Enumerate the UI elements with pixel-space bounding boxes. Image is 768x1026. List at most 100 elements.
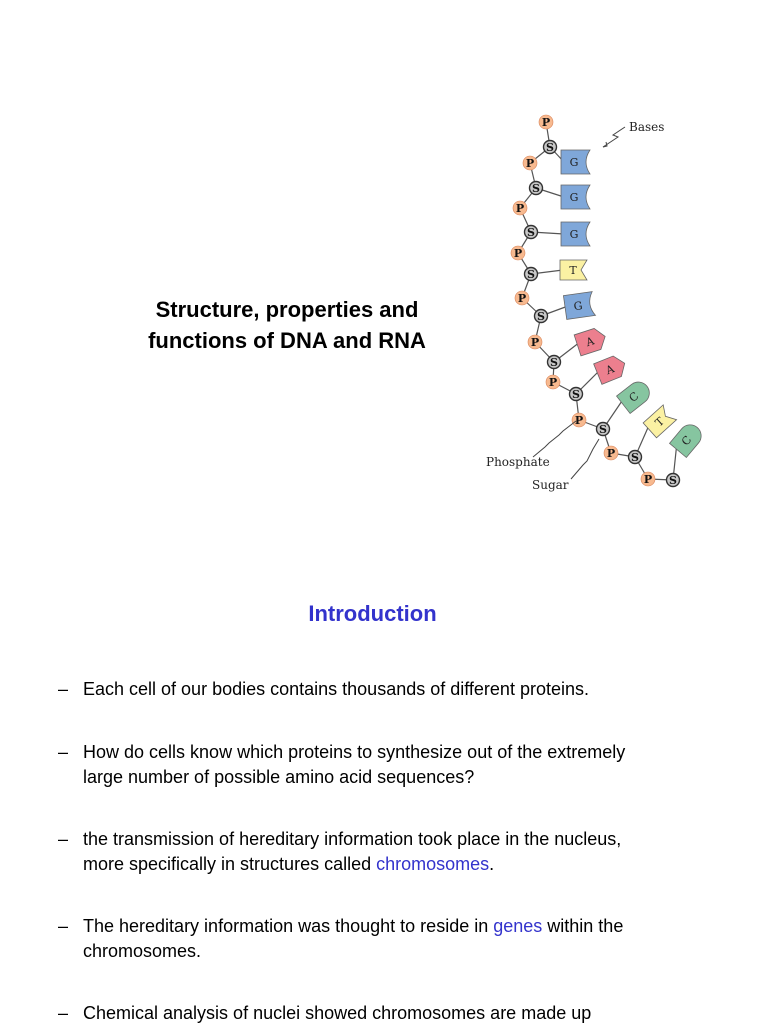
node-circle (665, 472, 681, 488)
node-circle (542, 139, 558, 155)
genes-term: genes (493, 916, 543, 936)
node-circle (545, 374, 561, 390)
slide-title-line-2: functions of DNA and RNA (148, 328, 426, 353)
base-shape (615, 381, 650, 415)
node-circle (546, 354, 562, 370)
node-letter: S (550, 356, 558, 369)
nucleotide-base-G: G (560, 149, 591, 175)
node-letter: S (631, 451, 639, 464)
sugar-node: S (627, 449, 643, 465)
bullet-text-segment: more specifically in structures called (83, 854, 377, 874)
bullet-dash: – (58, 916, 69, 936)
base-shape (642, 404, 678, 439)
bullet-line: the transmission of hereditary informati… (83, 829, 622, 849)
node-circle (571, 412, 587, 428)
bases-label: Bases (629, 120, 664, 134)
node-circle (538, 114, 554, 130)
bullet-dash: – (58, 1003, 69, 1023)
bullet-text-segment: . (489, 854, 495, 874)
sugar-node: S (533, 308, 549, 324)
node-letter: P (514, 247, 522, 260)
node-letter: P (531, 336, 539, 349)
base-shape (560, 221, 591, 247)
bullet-line: Each cell of our bodies contains thousan… (83, 679, 589, 699)
bullet-line: chromosomes. (83, 941, 202, 961)
base-shape (593, 355, 626, 385)
node-letter: S (572, 388, 580, 401)
node-circle (510, 245, 526, 261)
phosphate-node: P (640, 471, 656, 487)
slide-title-line-1: Structure, properties and (155, 297, 419, 322)
bases-pointer (602, 126, 626, 148)
node-circle (640, 471, 656, 487)
phosphate-node: P (545, 374, 561, 390)
sugar-node: S (595, 421, 611, 437)
nucleotide-base-A: A (593, 355, 626, 385)
node-circle (523, 266, 539, 282)
phosphate-node: P (527, 334, 543, 350)
node-circle (627, 449, 643, 465)
node-circle (514, 290, 530, 306)
bullet-text-segment: The hereditary information was thought t… (83, 916, 494, 936)
nucleotide-base-G: G (560, 221, 591, 247)
node-letter: S (599, 423, 607, 436)
slide-title: Structure, properties and functions of D… (100, 294, 474, 356)
node-circle (568, 386, 584, 402)
node-letter: S (527, 268, 535, 281)
node-letter: S (527, 226, 535, 239)
base-shape (560, 149, 591, 175)
phosphate-node: P (510, 245, 526, 261)
node-circle (523, 224, 539, 240)
bullet-text: The hereditary information was thought t… (83, 914, 748, 964)
node-circle (528, 180, 544, 196)
phosphate-node: P (514, 290, 530, 306)
bullet-dash: – (58, 829, 69, 849)
sugar-pointer (570, 438, 600, 480)
base-letter: G (570, 191, 579, 204)
node-letter: P (575, 414, 583, 427)
nucleotide-base-T: T (559, 259, 588, 281)
bullet-dash: – (58, 742, 69, 762)
node-letter: S (546, 141, 554, 154)
bullet-dash: – (58, 679, 69, 699)
sugar-node: S (528, 180, 544, 196)
bullet-line: Chemical analysis of nuclei showed chrom… (83, 1003, 592, 1023)
chromosomes-term: chromosomes (376, 854, 490, 874)
sugar-node: S (546, 354, 562, 370)
node-circle (527, 334, 543, 350)
sugar-node: S (523, 266, 539, 282)
bullet-text: Each cell of our bodies contains thousan… (83, 677, 748, 702)
base-shape (668, 424, 702, 459)
phosphate-node: P (538, 114, 554, 130)
base-shape (560, 184, 591, 210)
node-letter: P (607, 447, 615, 460)
base-letter: T (569, 264, 577, 277)
phosphate-node: P (522, 155, 538, 171)
node-letter: P (526, 157, 534, 170)
bullet-line: large number of possible amino acid sequ… (83, 767, 475, 787)
phosphate-node: P (512, 200, 528, 216)
sugar-node: S (523, 224, 539, 240)
bullet-text-segment: within the (542, 916, 624, 936)
bullet-line: How do cells know which proteins to synt… (83, 742, 626, 762)
sugar-node: S (542, 139, 558, 155)
node-letter: P (549, 376, 557, 389)
base-letter: G (573, 299, 584, 313)
node-letter: S (537, 310, 545, 323)
phosphate-node: P (603, 445, 619, 461)
bullet-text: How do cells know which proteins to synt… (83, 740, 748, 790)
base-letter: G (570, 156, 579, 169)
node-letter: P (518, 292, 526, 305)
node-circle (595, 421, 611, 437)
nucleotide-base-T: T (642, 404, 678, 439)
base-letter: G (570, 228, 579, 241)
node-circle (512, 200, 528, 216)
nucleotide-base-C: C (615, 381, 650, 415)
nucleotide-base-G: G (560, 184, 591, 210)
node-circle (533, 308, 549, 324)
phosphate-pointer (532, 420, 577, 458)
base-shape (559, 259, 588, 281)
base-shape (573, 328, 606, 357)
node-letter: P (644, 473, 652, 486)
